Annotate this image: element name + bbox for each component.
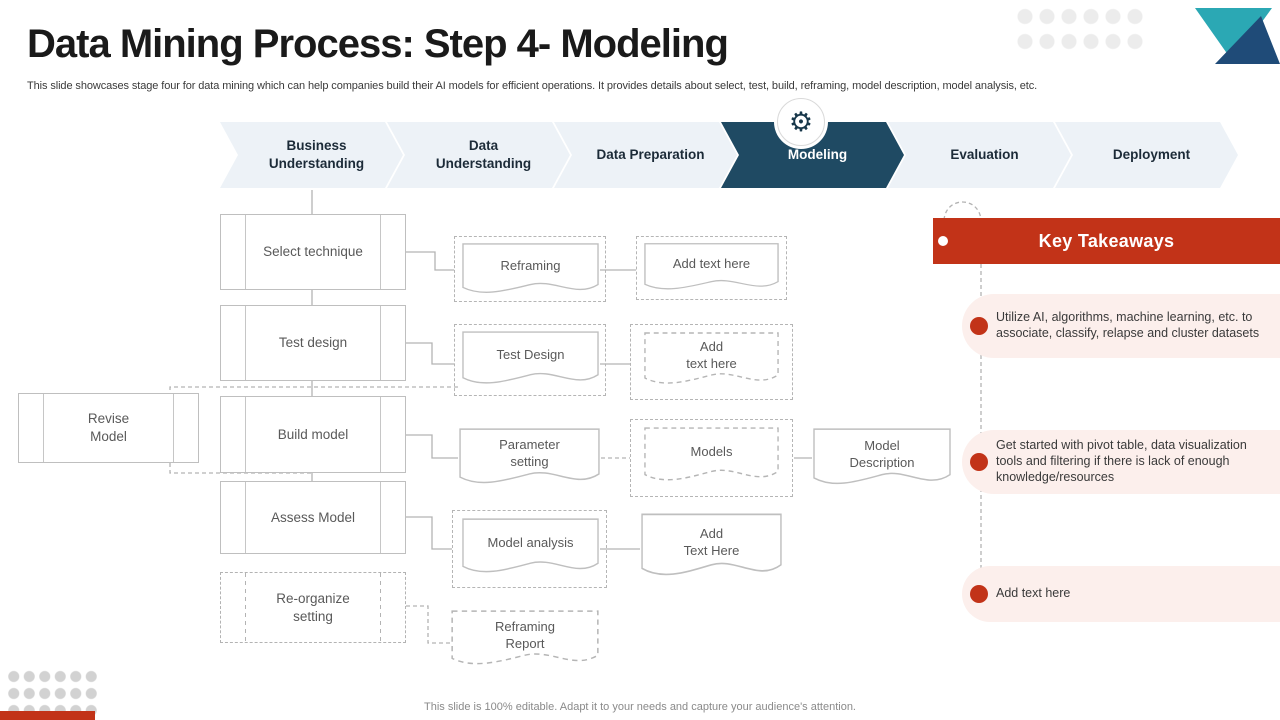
key-takeaways-heading: Key Takeaways (1038, 230, 1175, 251)
flow-node-label: Assess Model (270, 509, 356, 525)
flow-node-label: Select technique (263, 244, 363, 260)
process-step-data-preparation: Data Preparation (554, 122, 737, 188)
process-step-label: Business Understanding (268, 137, 365, 171)
flow-node-assess-model: Assess Model (220, 481, 406, 554)
gear-icon: ⚙ (777, 98, 825, 146)
doc-node-label: Model analysis (487, 535, 574, 551)
footer-note: This slide is 100% editable. Adapt it to… (424, 701, 856, 713)
doc-node-reframing-report: Reframing Report (450, 609, 600, 672)
process-step-label: Deployment (1112, 146, 1191, 162)
dot-pattern-bottom-left (6, 668, 100, 719)
takeaway-card-1: Utilize AI, algorithms, machine learning… (962, 294, 1280, 358)
red-corner-bar (0, 711, 95, 720)
page-title: Data Mining Process: Step 4- Modeling (27, 22, 729, 66)
doc-node-parameter-setting: Parameter setting (458, 427, 601, 491)
dot-pattern-top-right (1014, 4, 1148, 54)
doc-node-add-text-3: Add Text Here (640, 512, 783, 584)
banner-white-dot (938, 236, 948, 246)
takeaway-card-2: Get started with pivot table, data visua… (962, 430, 1280, 494)
doc-node-label: Models (690, 443, 733, 459)
doc-node-label: Add text here (672, 255, 751, 271)
dashed-frame (630, 419, 793, 497)
flow-node-build-model: Build model (220, 396, 406, 473)
logo-navy-triangle (1215, 16, 1280, 64)
flow-node-label: Build model (277, 426, 349, 442)
takeaway-bullet-dot (970, 453, 988, 471)
key-takeaways-banner: Key Takeaways (933, 218, 1280, 264)
doc-node-label: Add Text Here (683, 526, 740, 558)
flow-node-label: Re-organize setting (276, 590, 350, 624)
takeaway-text: Get started with pivot table, data visua… (996, 438, 1247, 484)
doc-node-label: Model Description (849, 437, 915, 470)
process-step-data-understanding: Data Understanding (387, 122, 570, 188)
takeaway-text: Add text here (996, 586, 1071, 601)
flow-node-label: Revise Model (87, 411, 130, 444)
doc-node-add-text-2: Add text here (643, 331, 780, 391)
gear-glyph: ⚙ (788, 106, 814, 137)
process-step-label: Evaluation (950, 146, 1019, 162)
flow-node-test-design: Test design (220, 305, 406, 381)
doc-node-label: Reframing Report (495, 618, 555, 651)
takeaway-bullet-dot (970, 317, 988, 335)
process-step-label: Data Understanding (435, 137, 532, 171)
doc-node-model-description: Model Description (812, 427, 952, 492)
dashed-frame (454, 236, 606, 302)
dashed-frame (454, 324, 606, 396)
flow-node-select-technique: Select technique (220, 214, 406, 290)
flow-node-label: Test design (278, 335, 348, 351)
doc-node-model-analysis: Model analysis (461, 517, 600, 580)
doc-node-label: Add text here (686, 339, 737, 371)
doc-node-label: Test Design (496, 347, 565, 363)
flow-node-reorganize-setting: Re-organize setting (220, 572, 406, 643)
process-step-label: Data Preparation (596, 146, 705, 162)
doc-node-reframing: Reframing (461, 242, 600, 300)
doc-node-add-text-1: Add text here (643, 242, 780, 296)
doc-node-label: Parameter setting (499, 437, 560, 469)
doc-node-models: Models (643, 426, 780, 488)
process-step-deployment: Deployment (1055, 122, 1238, 188)
slide-subtitle: This slide showcases stage four for data… (27, 80, 1038, 92)
process-step-evaluation: Evaluation (888, 122, 1071, 188)
takeaway-card-3: Add text here (962, 566, 1280, 622)
dashed-frame (630, 324, 793, 400)
dashed-frame (636, 236, 787, 300)
process-step-business-understanding: Business Understanding (220, 122, 403, 188)
doc-node-test-design: Test Design (461, 330, 600, 391)
process-step-label: Modeling (787, 146, 848, 162)
company-logo (1195, 8, 1280, 64)
logo-teal-triangle (1195, 8, 1272, 62)
takeaway-text: Utilize AI, algorithms, machine learning… (996, 310, 1260, 340)
takeaway-bullet-dot (970, 585, 988, 603)
flow-node-revise-model: Revise Model (18, 393, 199, 463)
doc-node-label: Reframing (500, 257, 561, 273)
